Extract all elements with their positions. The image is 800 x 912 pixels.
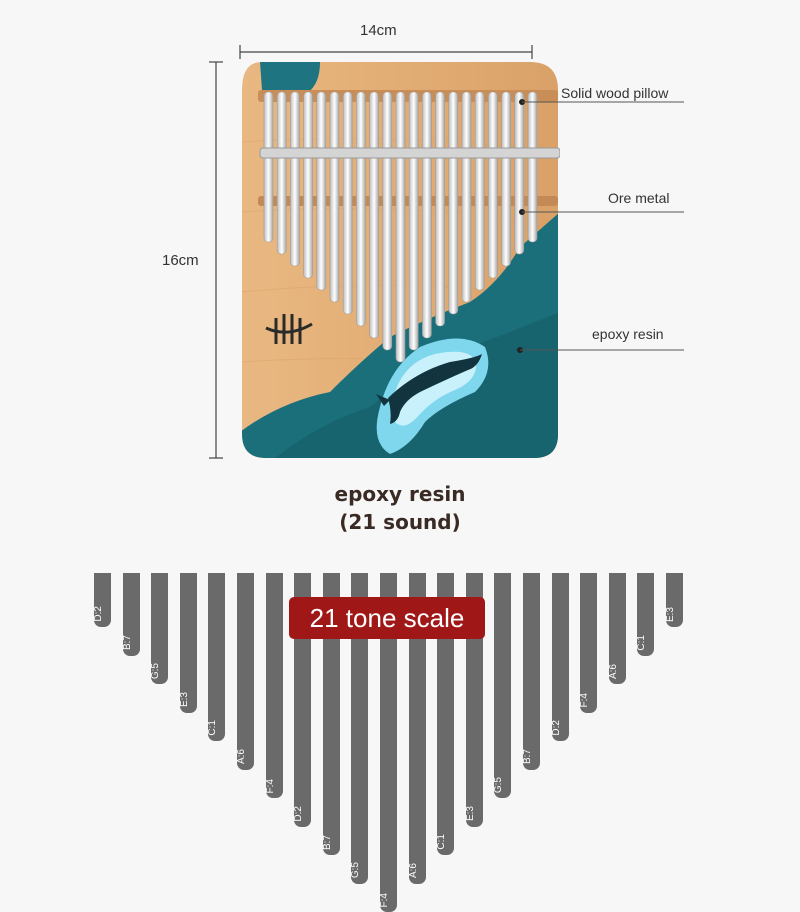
scale-note-label: F:4 [379, 892, 390, 907]
scale-note-label: D:2 [93, 606, 104, 622]
kalimba-tine [290, 91, 300, 267]
scale-tine: F:4 [579, 573, 598, 713]
scale-note-label: A:6 [607, 663, 619, 679]
kalimba-tine [329, 91, 340, 303]
scale-tine: C:1 [436, 573, 455, 855]
scale-tine: B:7 [121, 573, 140, 656]
scale-note-label: A:6 [236, 749, 247, 765]
scale-note-label: F:4 [579, 693, 591, 708]
brand-logo-icon [265, 314, 313, 344]
scale-tine: E:3 [178, 573, 197, 713]
scale-tine: F:4 [264, 573, 283, 798]
callout-epoxy-resin: epoxy resin [592, 326, 664, 342]
scale-tine: G:5 [150, 573, 169, 684]
scale-note-label: B:7 [522, 749, 533, 765]
scale-tine: C:1 [636, 573, 655, 656]
kalimba-tine [395, 91, 406, 363]
callout-lines [520, 101, 684, 351]
kalimba-tine [461, 91, 472, 303]
product-title: epoxy resin [334, 482, 466, 506]
kalimba-tine [501, 91, 511, 267]
scale-note-label: E:3 [665, 606, 676, 622]
product-subtitle: (21 sound) [339, 510, 461, 534]
height-label: 16cm [162, 252, 199, 269]
width-label: 14cm [360, 22, 397, 39]
scale-note-label: B:7 [121, 635, 133, 651]
scale-note-label: E:3 [464, 806, 476, 822]
scale-note-label: A:6 [407, 863, 419, 879]
kalimba-tine [474, 91, 485, 291]
scale-note-label: G:5 [493, 776, 505, 793]
scale-note-label: G:5 [150, 662, 162, 679]
kalimba-tine [488, 91, 498, 279]
callout-solid-wood-pillow: Solid wood pillow [561, 85, 669, 101]
scale-tine: D:2 [550, 573, 569, 741]
callout-ore-metal: Ore metal [608, 190, 670, 206]
scale-tine: D:2 [93, 573, 111, 627]
kalimba-tine [527, 91, 538, 243]
kalimba-tine [316, 91, 327, 291]
scale-tine: G:5 [493, 573, 512, 798]
kalimba-tine [263, 91, 274, 243]
kalimba-tine [276, 91, 287, 255]
scale-tine: B:7 [522, 573, 540, 770]
scale-note-label: G:5 [350, 862, 362, 879]
scale-tine: A:6 [607, 573, 626, 684]
kalimba-image [242, 62, 560, 458]
scale-note-label: C:1 [436, 834, 448, 850]
kalimba-tine [303, 91, 313, 279]
scale-note-label: D:2 [550, 720, 562, 736]
scale-tine: E:3 [665, 573, 683, 627]
scale-note-label: B:7 [321, 834, 333, 850]
tone-scale-badge: 21 tone scale [289, 597, 485, 639]
scale-tine: A:6 [236, 573, 254, 770]
scale-note-label: C:1 [636, 634, 648, 651]
scale-note-label: C:1 [207, 720, 219, 736]
scale-note-label: E:3 [178, 692, 190, 708]
scale-note-label: F:4 [264, 778, 276, 793]
scale-tine: B:7 [321, 573, 340, 855]
scale-note-label: D:2 [293, 805, 305, 822]
scale-tine: C:1 [207, 573, 226, 741]
dimension-lines [209, 45, 533, 459]
